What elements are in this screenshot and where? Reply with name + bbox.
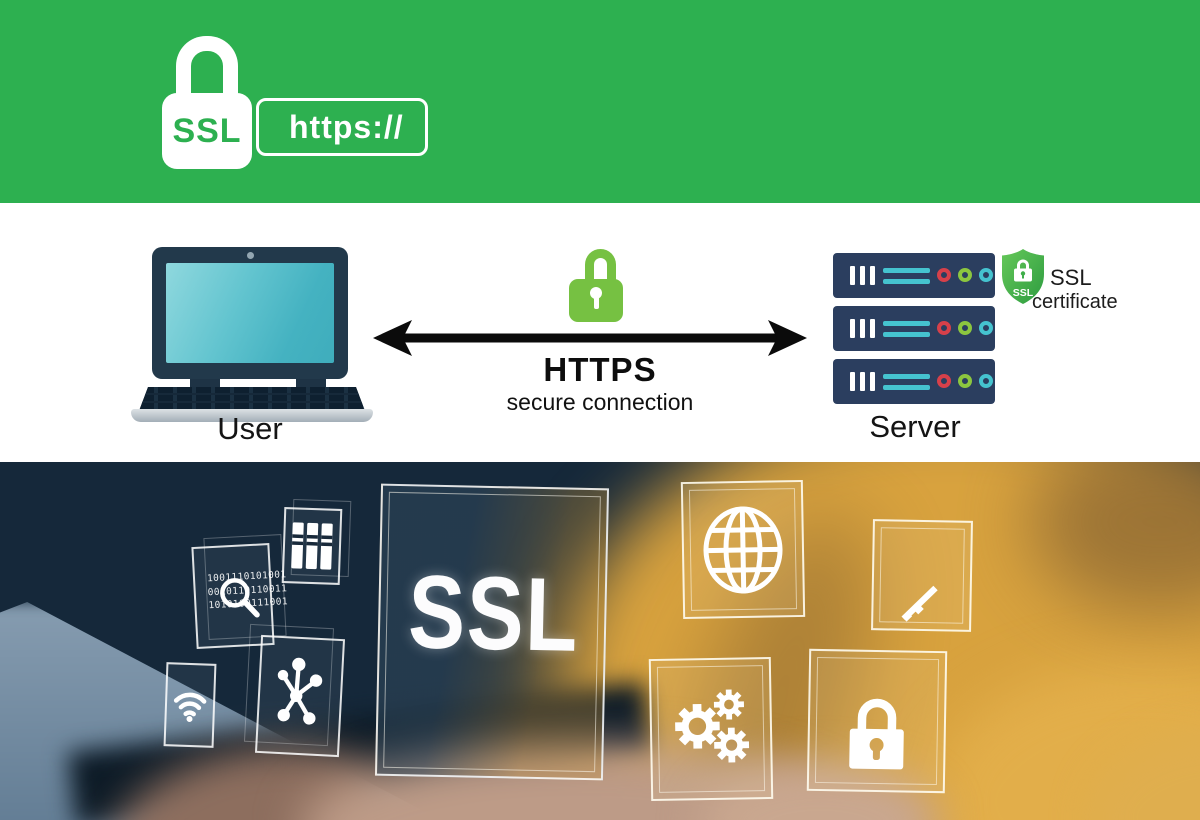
server-label: Server [869, 409, 961, 444]
network-nodes-icon [277, 657, 323, 725]
padlock-tile [806, 648, 948, 794]
network-tile [254, 634, 346, 758]
certificate-label: SSL [1050, 265, 1092, 290]
banner-ssl-label: SSL [172, 111, 242, 150]
banner: https:// SSL [0, 0, 1200, 203]
padlock-shackle-icon [585, 249, 616, 285]
secure-connection-subtitle: secure connection [506, 389, 694, 415]
server-vents [850, 319, 875, 338]
key-icon [897, 550, 969, 622]
server-leds [937, 268, 993, 282]
key-tile [871, 519, 973, 632]
archive-books-tile [281, 507, 343, 585]
server-leds [937, 374, 993, 388]
padlock-body-icon: SSL [162, 93, 252, 169]
gears-tile [648, 656, 774, 802]
server-lines [883, 374, 930, 390]
wifi-tile [163, 662, 217, 748]
laptop-screen [166, 263, 334, 363]
server-vents [850, 372, 875, 391]
laptop-hinge [190, 379, 220, 388]
connection-diagram: User HTTPS secure connection [0, 203, 1200, 462]
server-lines [883, 268, 930, 284]
wifi-icon [173, 692, 207, 722]
globe-icon [703, 506, 783, 593]
keyhole-stem [593, 296, 599, 309]
search-icon [220, 578, 260, 618]
laptop-camera-dot [247, 252, 254, 259]
ssl-panel-text: SSL [407, 554, 581, 674]
keyhole-icon [590, 287, 602, 299]
server-rack-icon [833, 253, 995, 298]
archive-books-icon [291, 522, 333, 570]
server-rack-icon [833, 306, 995, 351]
server-vents [850, 266, 875, 285]
gears-icon [675, 689, 750, 763]
laptop-hinge [296, 379, 326, 388]
double-arrow-icon [373, 320, 807, 356]
https-address-box: https:// [256, 98, 428, 156]
laptop-base [131, 409, 373, 422]
photo-collage: 1001110101001 0010110110011 101010011100… [0, 462, 1200, 820]
laptop-keyboard [139, 387, 365, 411]
padlock-icon [849, 698, 904, 769]
padlock-shackle-icon [176, 36, 238, 102]
globe-tile [680, 479, 806, 620]
https-title: HTTPS [543, 351, 657, 388]
ssl-panel: SSL [374, 483, 610, 781]
server-lines [883, 321, 930, 337]
user-label: User [217, 411, 283, 446]
shield-ssl-label: SSL [1013, 287, 1034, 299]
binary-search-tile: 1001110101001 0010110110011 101010011100… [191, 543, 288, 649]
certificate-label: certificate [1032, 291, 1118, 313]
server-leds [937, 321, 993, 335]
server-rack-icon [833, 359, 995, 404]
ssl-shield-icon: SSL [1002, 249, 1044, 304]
https-url-text: https:// [289, 108, 404, 145]
